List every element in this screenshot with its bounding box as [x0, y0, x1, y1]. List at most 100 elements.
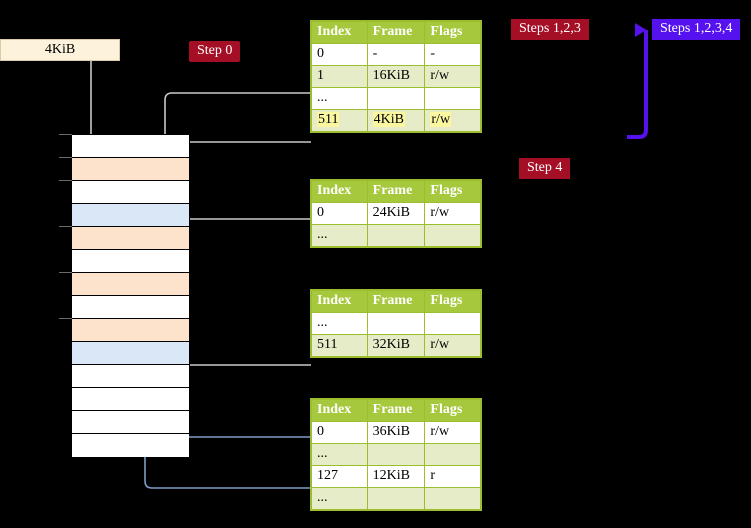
- memory-tick: [59, 272, 72, 273]
- cell-frame: [366, 312, 426, 335]
- cell-index: ...: [311, 443, 368, 466]
- memory-tick: [59, 180, 72, 181]
- memory-row: [72, 250, 189, 273]
- cell-index: 1: [311, 65, 368, 88]
- badge-step-0: Step 0: [189, 41, 241, 62]
- col-header-frame: Frame: [366, 21, 426, 44]
- cell-frame: 16KiB: [366, 65, 426, 88]
- page-table-level-1: Index Frame Flags 0 24KiB r/w ...: [311, 180, 481, 247]
- table-row: 0 24KiB r/w: [311, 202, 481, 225]
- cell-flags: r/w: [424, 109, 481, 132]
- col-header-frame: Frame: [366, 180, 426, 203]
- col-header-index: Index: [311, 21, 368, 44]
- badge-step-4: Step 4: [519, 158, 571, 179]
- cell-frame: 12KiB: [366, 465, 426, 488]
- table-header-row: Index Frame Flags: [311, 180, 481, 203]
- cell-index: 127: [311, 465, 368, 488]
- table-row: 1 16KiB r/w: [311, 65, 481, 88]
- col-header-flags: Flags: [424, 180, 481, 203]
- col-header-flags: Flags: [424, 21, 481, 44]
- cell-index: 0: [311, 43, 368, 66]
- cell-flags: -: [424, 43, 481, 66]
- cell-frame: 4KiB: [366, 109, 426, 132]
- page-table-level-0: Index Frame Flags 0 - - 1 16KiB r/w ...: [311, 21, 481, 132]
- cell-frame: 32KiB: [366, 334, 426, 357]
- table-row: 0 - -: [311, 43, 481, 66]
- cell-index: ...: [311, 312, 368, 335]
- physical-memory-column: [71, 134, 190, 457]
- memory-row: [72, 411, 189, 434]
- memory-row: [72, 296, 189, 319]
- table-row: 511 32KiB r/w: [311, 334, 481, 357]
- page-size-box: 4KiB: [0, 39, 120, 61]
- memory-tick: [59, 226, 72, 227]
- col-header-frame: Frame: [366, 290, 426, 313]
- table-row: ...: [311, 87, 481, 110]
- col-header-index: Index: [311, 290, 368, 313]
- cell-flags: [424, 312, 481, 335]
- col-header-flags: Flags: [424, 399, 481, 422]
- table-header-row: Index Frame Flags: [311, 21, 481, 44]
- cell-frame: -: [366, 43, 426, 66]
- cell-index-text: 511: [317, 112, 340, 127]
- memory-row: [72, 434, 189, 457]
- memory-row: [72, 319, 189, 342]
- table-header-row: Index Frame Flags: [311, 399, 481, 422]
- cell-flags: r/w: [424, 202, 481, 225]
- table-row: ...: [311, 312, 481, 335]
- cell-flags: r/w: [424, 334, 481, 357]
- cell-frame: [366, 224, 426, 247]
- badge-steps-1234: Steps 1,2,3,4: [652, 19, 741, 40]
- badge-steps-123: Steps 1,2,3: [511, 19, 589, 40]
- wire-t0-511-to-memory: [171, 141, 311, 159]
- cell-index: 511: [311, 109, 368, 132]
- table-row: 511 4KiB r/w: [311, 109, 481, 132]
- memory-tick: [59, 318, 72, 319]
- cell-frame-text: 4KiB: [372, 112, 405, 127]
- cell-flags: r/w: [424, 421, 481, 444]
- col-header-index: Index: [311, 180, 368, 203]
- cell-flags: [424, 87, 481, 110]
- wire-steps-bracket: [627, 23, 648, 139]
- cell-index: ...: [311, 87, 368, 110]
- table-row: 127 12KiB r: [311, 465, 481, 488]
- cell-flags: r: [424, 465, 481, 488]
- cell-flags: r/w: [424, 65, 481, 88]
- cell-index: 0: [311, 421, 368, 444]
- cell-frame: [366, 87, 426, 110]
- wire-t1-0-to-memory: [177, 218, 311, 262]
- cell-index: ...: [311, 487, 368, 510]
- memory-row: [72, 135, 189, 158]
- memory-row: [72, 388, 189, 411]
- col-header-index: Index: [311, 399, 368, 422]
- cell-flags-text: r/w: [430, 112, 452, 127]
- memory-tick: [59, 157, 72, 158]
- memory-row: [72, 158, 189, 181]
- cell-index: 0: [311, 202, 368, 225]
- page-table-level-3: Index Frame Flags 0 36KiB r/w ... 127 12…: [311, 399, 481, 510]
- memory-row: [72, 365, 189, 388]
- table-row: ...: [311, 487, 481, 510]
- memory-row: [72, 273, 189, 296]
- cell-frame: 36KiB: [366, 421, 426, 444]
- memory-row: [72, 181, 189, 204]
- col-header-flags: Flags: [424, 290, 481, 313]
- cell-flags: [424, 224, 481, 247]
- table-header-row: Index Frame Flags: [311, 290, 481, 313]
- memory-tick: [59, 134, 72, 135]
- table-row: ...: [311, 443, 481, 466]
- cell-frame: 24KiB: [366, 202, 426, 225]
- cell-index: 511: [311, 334, 368, 357]
- cell-flags: [424, 487, 481, 510]
- cell-frame: [366, 443, 426, 466]
- wire-t2-511-to-memory: [171, 313, 311, 366]
- table-row: ...: [311, 224, 481, 247]
- memory-row: [72, 342, 189, 365]
- cell-flags: [424, 443, 481, 466]
- col-header-frame: Frame: [366, 399, 426, 422]
- memory-row: [72, 227, 189, 250]
- memory-row: [72, 204, 189, 227]
- table-row: 0 36KiB r/w: [311, 421, 481, 444]
- page-table-level-2: Index Frame Flags ... 511 32KiB r/w: [311, 290, 481, 357]
